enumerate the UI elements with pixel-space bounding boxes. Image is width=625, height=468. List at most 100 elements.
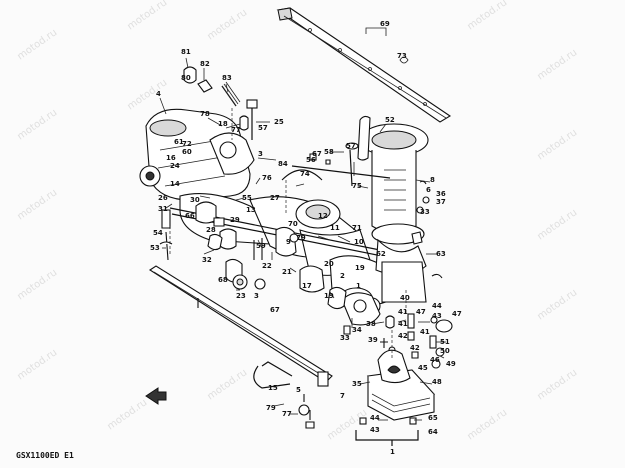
part-label-83: 83 bbox=[222, 74, 232, 82]
svg-text:motod.ru: motod.ru bbox=[535, 47, 579, 82]
svg-text:motod.ru: motod.ru bbox=[535, 127, 579, 162]
part-label-13: 13 bbox=[246, 206, 256, 214]
part-label-1: 1 bbox=[356, 282, 361, 290]
carburetor-bank bbox=[139, 108, 397, 315]
part-label-49: 49 bbox=[446, 360, 456, 368]
part-label-70: 70 bbox=[288, 220, 298, 228]
part-label-48: 48 bbox=[432, 378, 442, 386]
part-label-23: 23 bbox=[236, 292, 246, 300]
part-label-41a: 41 bbox=[398, 308, 408, 316]
svg-text:motod.ru: motod.ru bbox=[205, 367, 249, 402]
part-label-76: 76 bbox=[262, 174, 272, 182]
part-label-31: 31 bbox=[158, 205, 168, 213]
part-label-27: 27 bbox=[270, 194, 280, 202]
part-number-labels: 69 73 81 82 80 83 4 78 18 77 25 57 72 61… bbox=[150, 20, 462, 456]
part-label-44a: 44 bbox=[432, 302, 442, 310]
part-label-11: 11 bbox=[330, 224, 340, 232]
part-label-3: 3 bbox=[258, 150, 263, 158]
part-label-42b: 42 bbox=[410, 344, 420, 352]
part-label-72: 72 bbox=[182, 140, 192, 148]
part-label-74: 74 bbox=[300, 170, 310, 178]
part-label-78: 78 bbox=[200, 110, 210, 118]
part-label-63: 63 bbox=[436, 250, 446, 258]
part-label-19b: 19 bbox=[324, 292, 334, 300]
part-label-28: 28 bbox=[206, 226, 216, 234]
part-label-33: 33 bbox=[420, 208, 430, 216]
part-label-46: 46 bbox=[430, 356, 440, 364]
part-label-47: 47 bbox=[416, 308, 426, 316]
part-label-58: 58 bbox=[324, 148, 334, 156]
part-label-25: 25 bbox=[274, 118, 284, 126]
part-label-54: 54 bbox=[153, 229, 163, 237]
part-label-47b: 47 bbox=[452, 310, 462, 318]
leader-lines bbox=[159, 57, 446, 421]
float-chamber-group bbox=[207, 233, 381, 326]
part-label-41b: 41 bbox=[398, 320, 408, 328]
part-label-22: 22 bbox=[262, 262, 272, 270]
part-label-43b: 43 bbox=[370, 426, 380, 434]
part-label-45: 45 bbox=[418, 364, 428, 372]
part-label-65: 65 bbox=[428, 414, 438, 422]
svg-text:motod.ru: motod.ru bbox=[15, 27, 59, 62]
part-label-21: 21 bbox=[282, 268, 292, 276]
part-label-12: 12 bbox=[318, 212, 328, 220]
part-label-66: 66 bbox=[185, 212, 195, 220]
svg-text:motod.ru: motod.ru bbox=[465, 407, 509, 442]
part-label-57b: 57 bbox=[346, 142, 356, 150]
svg-text:motod.ru: motod.ru bbox=[205, 7, 249, 42]
part-label-80: 80 bbox=[181, 74, 191, 82]
svg-text:motod.ru: motod.ru bbox=[15, 267, 59, 302]
part-label-39: 39 bbox=[368, 336, 378, 344]
part-label-1b: 1 bbox=[390, 448, 395, 456]
part-label-68: 68 bbox=[218, 276, 228, 284]
part-label-26: 26 bbox=[158, 194, 168, 202]
part-label-9: 9 bbox=[286, 238, 291, 246]
part-label-14: 14 bbox=[170, 180, 180, 188]
part-label-62: 62 bbox=[376, 250, 386, 258]
part-label-52: 52 bbox=[385, 116, 395, 124]
part-label-37: 37 bbox=[436, 198, 446, 206]
part-label-43a: 43 bbox=[432, 312, 442, 320]
part-label-57: 57 bbox=[258, 124, 268, 132]
part-label-5: 5 bbox=[296, 386, 301, 394]
svg-text:motod.ru: motod.ru bbox=[125, 0, 169, 32]
small-parts-left bbox=[197, 115, 351, 335]
part-label-56: 56 bbox=[306, 156, 316, 164]
part-label-4: 4 bbox=[156, 90, 161, 98]
part-label-53: 53 bbox=[150, 244, 160, 252]
part-label-44b: 44 bbox=[370, 414, 380, 422]
part-label-36: 36 bbox=[436, 190, 446, 198]
part-label-81: 81 bbox=[181, 48, 191, 56]
part-label-40: 40 bbox=[400, 294, 410, 302]
part-label-67b: 67 bbox=[270, 306, 280, 314]
part-label-15: 15 bbox=[268, 384, 278, 392]
part-label-30: 30 bbox=[190, 196, 200, 204]
part-label-69: 69 bbox=[380, 20, 390, 28]
part-label-77b: 77 bbox=[282, 410, 292, 418]
linkage-rods bbox=[159, 66, 391, 261]
intake-funnel bbox=[357, 115, 429, 303]
forward-arrow-icon bbox=[145, 387, 167, 405]
svg-text:motod.ru: motod.ru bbox=[535, 367, 579, 402]
part-label-82: 82 bbox=[200, 60, 210, 68]
part-label-17: 17 bbox=[302, 282, 312, 290]
part-label-59: 59 bbox=[256, 242, 266, 250]
svg-text:motod.ru: motod.ru bbox=[15, 187, 59, 222]
part-label-7: 7 bbox=[340, 392, 345, 400]
part-label-18: 18 bbox=[218, 120, 228, 128]
part-label-42a: 42 bbox=[398, 332, 408, 340]
part-label-10: 10 bbox=[354, 238, 364, 246]
part-label-73: 73 bbox=[397, 52, 407, 60]
part-label-3b: 3 bbox=[254, 292, 259, 300]
bottom-cover-assembly bbox=[298, 349, 436, 446]
svg-text:motod.ru: motod.ru bbox=[535, 207, 579, 242]
part-label-60: 60 bbox=[182, 148, 192, 156]
part-label-24: 24 bbox=[170, 162, 180, 170]
part-label-35: 35 bbox=[352, 380, 362, 388]
part-label-16: 16 bbox=[166, 154, 176, 162]
part-label-71: 71 bbox=[352, 224, 362, 232]
model-code-label: GSX1100ED E1 bbox=[16, 451, 74, 460]
part-label-20: 20 bbox=[324, 260, 334, 268]
